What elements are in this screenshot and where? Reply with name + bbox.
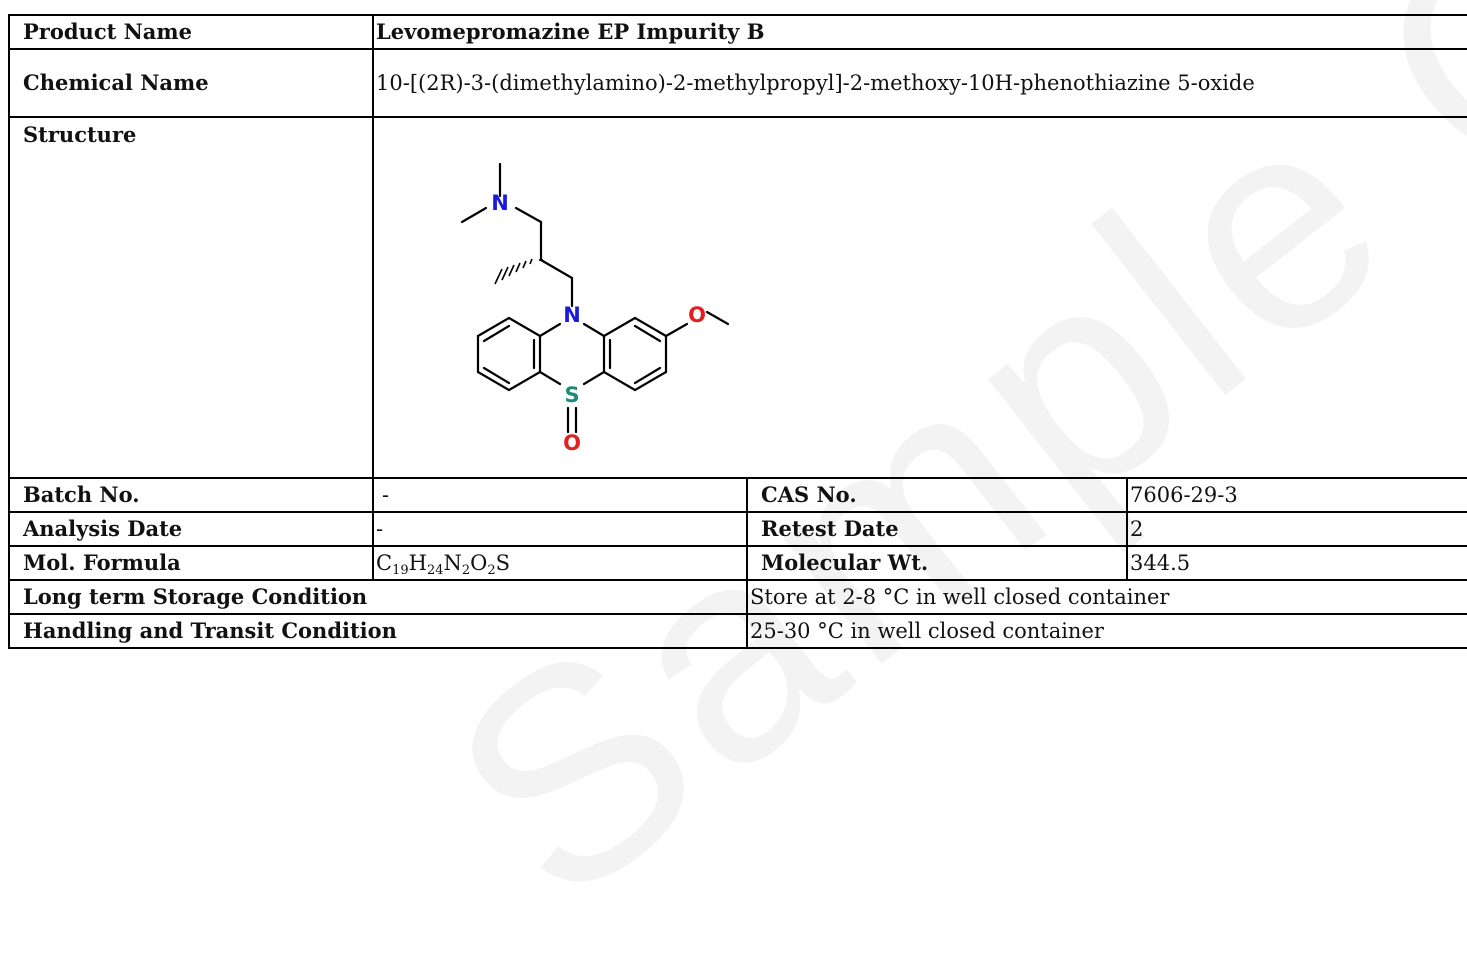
formula-count: 24	[426, 563, 444, 578]
storage-condition-value: Store at 2-8 °C in well closed container	[746, 579, 1467, 615]
product-name-value: Levomepromazine EP Impurity B	[372, 14, 1467, 50]
formula-count: 19	[392, 563, 409, 578]
row-handling: Handling and Transit Condition 25-30 °C …	[8, 613, 1467, 649]
chemical-name-value: 10-[(2R)-3-(dimethylamino)-2-methylpropy…	[372, 48, 1467, 118]
analysis-date-value: -	[372, 511, 748, 547]
formula-element: H	[408, 551, 427, 575]
atom-o-sulfoxide: O	[563, 431, 581, 455]
row-product-name: Product Name Levomepromazine EP Impurity…	[8, 14, 1467, 50]
batch-no-value: -	[372, 477, 748, 513]
retest-date-value: 2	[1126, 511, 1467, 547]
formula-count: 2	[461, 563, 471, 578]
chemical-name-label: Chemical Name	[8, 48, 374, 118]
cas-no-value: 7606-29-3	[1126, 477, 1467, 513]
cas-no-label: CAS No.	[746, 477, 1128, 513]
retest-date-label: Retest Date	[746, 511, 1128, 547]
structure-label: Structure	[8, 116, 374, 479]
mol-formula-value: C19H24N2O2S	[372, 545, 748, 581]
row-analysis-retest: Analysis Date - Retest Date 2	[8, 511, 1467, 547]
row-structure: Structure	[8, 116, 1467, 479]
analysis-date-label: Analysis Date	[8, 511, 374, 547]
atom-s-ring: S	[564, 383, 579, 407]
atom-n-amine: N	[491, 191, 509, 215]
formula-element: N	[443, 551, 462, 575]
formula-element: S	[495, 551, 511, 575]
chemical-structure-image: N N O S O	[460, 162, 730, 455]
row-batch-cas: Batch No. - CAS No. 7606-29-3	[8, 477, 1467, 513]
storage-condition-label: Long term Storage Condition	[8, 579, 748, 615]
product-name-label: Product Name	[8, 14, 374, 50]
atom-o-methoxy: O	[688, 303, 706, 327]
row-chemical-name: Chemical Name 10-[(2R)-3-(dimethylamino)…	[8, 48, 1467, 118]
formula-count: 2	[487, 563, 496, 578]
coa-table: Product Name Levomepromazine EP Impurity…	[8, 14, 1467, 649]
handling-condition-value: 25-30 °C in well closed container	[746, 613, 1467, 649]
formula-element: O	[470, 551, 488, 575]
molecular-wt-value: 344.5	[1126, 545, 1467, 581]
row-formula-mw: Mol. Formula C19H24N2O2S Molecular Wt. 3…	[8, 545, 1467, 581]
structure-cell: N N O S O	[372, 116, 1467, 479]
mol-formula-label: Mol. Formula	[8, 545, 374, 581]
handling-condition-label: Handling and Transit Condition	[8, 613, 748, 649]
row-storage: Long term Storage Condition Store at 2-8…	[8, 579, 1467, 615]
molecular-wt-label: Molecular Wt.	[746, 545, 1128, 581]
formula-element: C	[376, 551, 393, 575]
atom-n-ring: N	[563, 303, 581, 327]
batch-no-label: Batch No.	[8, 477, 374, 513]
